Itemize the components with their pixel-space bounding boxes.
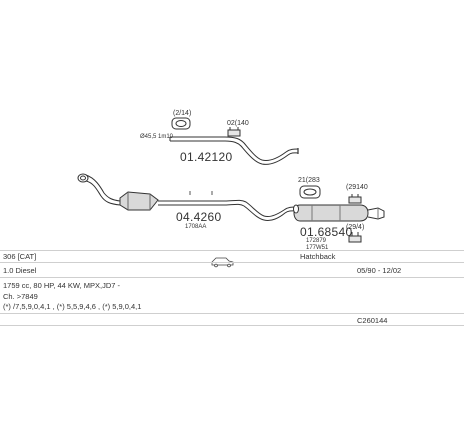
front-pipe-with-catalyst: [77, 173, 297, 221]
part-number-rear-silencer: 01.68540: [300, 225, 353, 239]
hanger-ring-rear: [299, 185, 321, 199]
engine-spec: 1759 cc, 80 HP, 44 KW, MPX,JD7 -: [3, 281, 120, 290]
fitment-notes: (*) /7,5,9,0,4,1 , (*) 5,5,9,4,6 , (*) 5…: [3, 302, 142, 311]
table-row: [0, 250, 464, 251]
pipe-diameter-note: Ø45,5 1m10: [140, 134, 174, 140]
accessory-label-5: (29/4): [346, 224, 365, 231]
accessory-label-3: 21(283: [298, 177, 320, 184]
vehicle-model: 306 [CAT]: [3, 252, 37, 261]
fuel-type: 1.0 Diesel: [3, 266, 37, 275]
clamp-upper-right: [227, 127, 241, 137]
table-row: [0, 262, 464, 263]
rear-pipe: [169, 136, 299, 165]
body-type: Hatchback: [300, 252, 336, 261]
production-period: 05/90 - 12/02: [357, 266, 402, 275]
accessory-label-2: 02(140: [227, 120, 249, 127]
part-number-front-pipe: 04.4260: [176, 210, 222, 224]
kit-code: C260144: [357, 316, 388, 325]
car-icon: [211, 257, 234, 268]
chassis-number: Ch. >7849: [3, 292, 38, 301]
accessory-label-4: (29140: [346, 184, 368, 191]
rear-silencer: [293, 204, 385, 222]
rear-code-1: 172879: [306, 238, 327, 244]
clamp-rear-top: [348, 194, 362, 204]
hanger-ring-upper-left: [171, 117, 191, 130]
clamp-rear-bottom: [348, 232, 362, 243]
table-row: [0, 313, 464, 314]
table-row: [0, 277, 464, 278]
part-number-rear-pipe: 01.42120: [180, 150, 233, 164]
table-row: [0, 325, 464, 326]
front-pipe-code: 1708AA: [185, 224, 207, 230]
rear-code-2: 177W51: [306, 245, 329, 251]
accessory-label-1: (2/14): [173, 110, 192, 117]
